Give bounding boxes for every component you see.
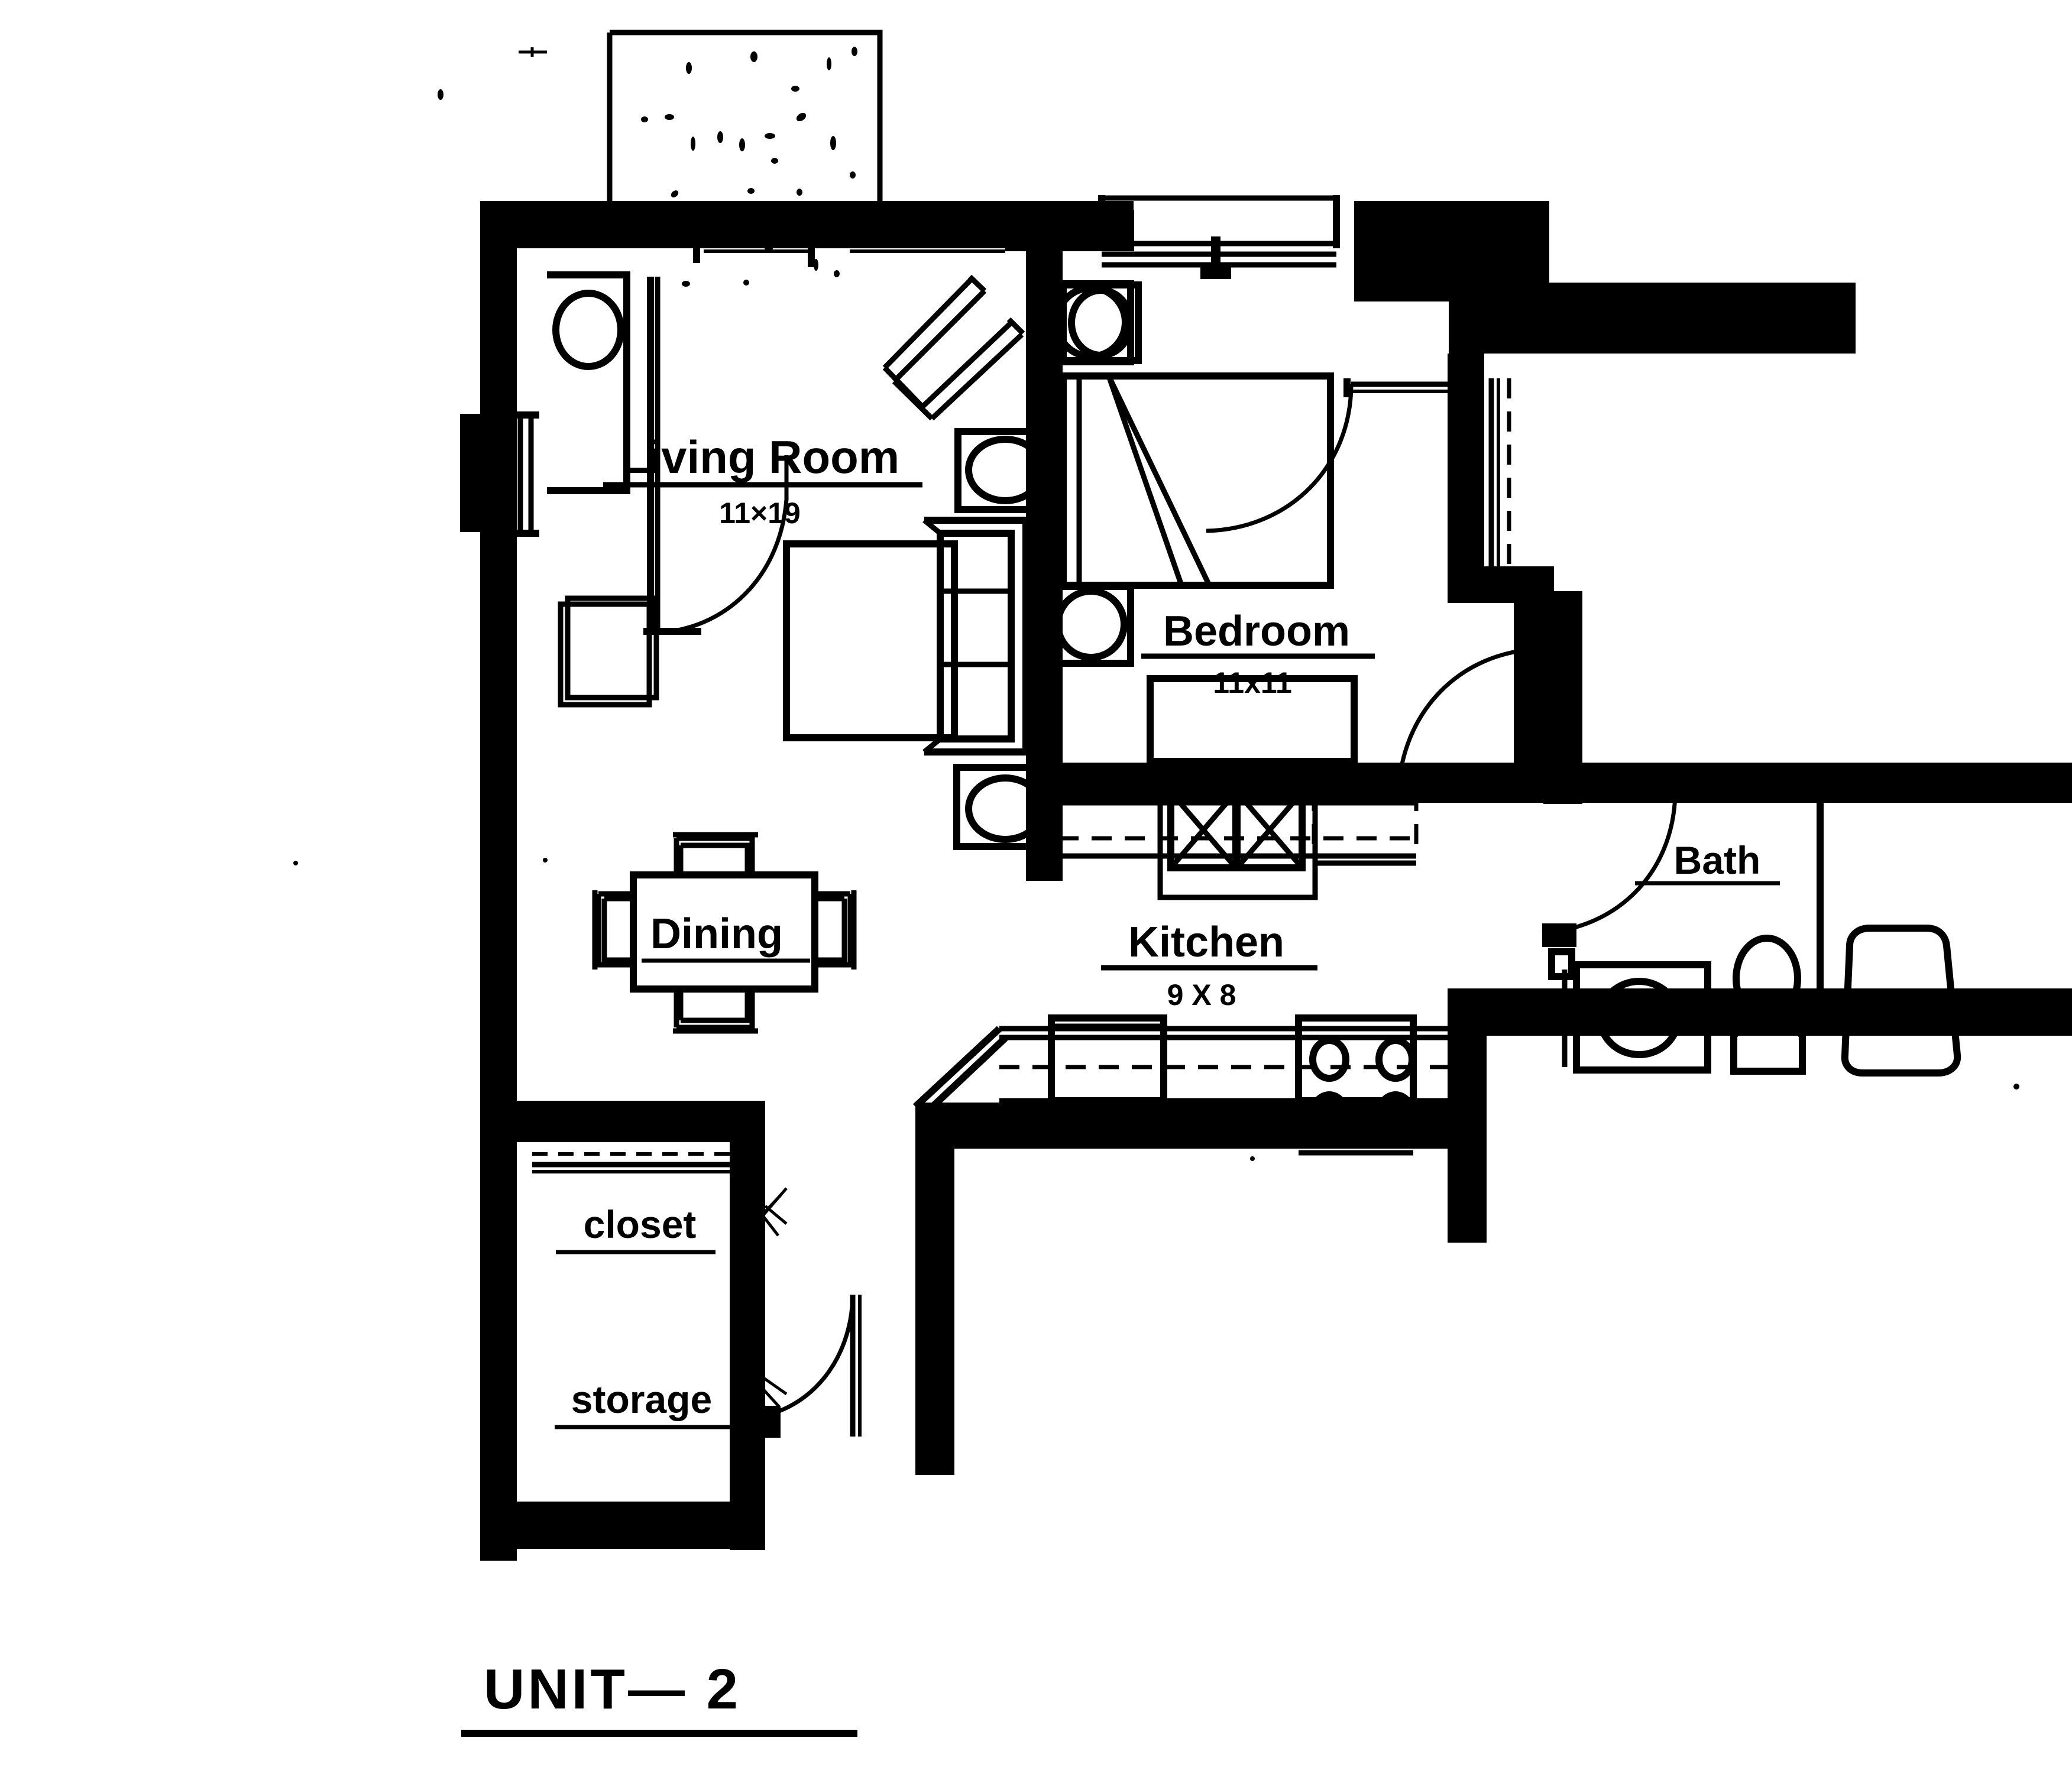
toilet: [1730, 935, 1806, 1075]
living-room-label: Living Room: [620, 431, 899, 483]
laundry-surround: [1157, 782, 1318, 900]
label-living-room: Living Room 11×19: [603, 431, 922, 530]
storage-label: storage: [571, 1377, 712, 1421]
dryer: [1234, 789, 1306, 871]
unit-title-text: UNIT— 2: [484, 1658, 741, 1721]
label-closet: closet: [556, 1202, 716, 1254]
kitchen-dimensions: 9 X 8: [1167, 978, 1236, 1011]
label-dining: Dining: [642, 910, 810, 963]
scan-artifacts: [293, 858, 2019, 1161]
bed: [1060, 372, 1334, 589]
living-room-window: [693, 235, 1005, 267]
dresser: [1147, 675, 1358, 765]
bath-door[interactable]: [1542, 787, 1678, 947]
left-wall-window: [513, 411, 539, 537]
kitchen-diagonal-wall: [912, 1026, 1008, 1119]
living-room-dimensions: 11×19: [719, 497, 801, 530]
side-table-lamp-1: [547, 271, 630, 494]
label-bedroom: Bedroom 11x11: [1141, 608, 1375, 699]
bedroom-label: Bedroom: [1163, 608, 1350, 655]
bedroom-dimensions: 11x11: [1213, 666, 1292, 699]
dining-chair-east: [815, 890, 857, 970]
storage-door[interactable]: [730, 1194, 862, 1438]
bedroom-closet: [1488, 378, 1511, 591]
dining-label: Dining: [650, 910, 783, 958]
label-storage: storage: [555, 1377, 730, 1429]
upper-cabinets: [1312, 789, 1419, 866]
entry-door[interactable]: [643, 277, 789, 635]
range-cooktop: [1295, 1014, 1417, 1156]
nightstand: [1060, 281, 1142, 364]
dining-chair-west: [592, 890, 633, 970]
label-bath: Bath: [1635, 838, 1780, 886]
bathtub: [1841, 925, 1961, 1077]
interior-partitions: [517, 248, 2072, 1550]
exterior-walls: [460, 201, 1856, 1561]
refrigerator: [1048, 1014, 1167, 1104]
side-table-lamp-3: [953, 764, 1062, 850]
bathroom-vanity-sink: [1548, 948, 1711, 1074]
room-labels: Living Room 11×19 Bedroom 11x11 Kitchen …: [555, 431, 1780, 1429]
bedroom-hall-door[interactable]: [1396, 641, 1555, 796]
closet-label: closet: [584, 1202, 697, 1246]
armchair: [882, 274, 1025, 421]
accent-table: [558, 595, 659, 708]
coffee-table: [783, 540, 958, 741]
bedroom-door[interactable]: [1206, 378, 1466, 533]
closet-door[interactable]: [532, 1152, 788, 1246]
kitchen-label: Kitchen: [1128, 919, 1284, 966]
bath-label: Bath: [1674, 838, 1761, 882]
dining-chair-south: [673, 989, 758, 1034]
title-block: UNIT— 2: [461, 1658, 857, 1737]
label-kitchen: Kitchen 9 X 8: [1101, 919, 1317, 1011]
dining-chair-north: [673, 832, 758, 875]
bedroom-window: [1098, 195, 1340, 279]
side-table-lamp-2: [954, 428, 1062, 513]
